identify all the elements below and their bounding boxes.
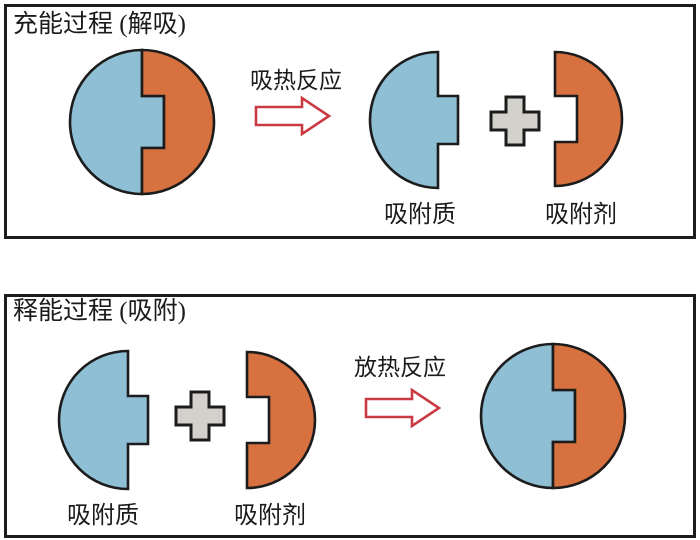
combined-pair-circle [68,48,216,196]
adsorbate-label: 吸附质 [384,202,456,228]
adsorbent-piece-shape [553,50,624,188]
right-arrow-shape [254,95,332,137]
plus-shape [174,390,226,442]
adsorbent-piece [245,350,317,490]
discharge-panel-title: 释能过程 (吸附) [13,298,186,325]
adsorbent-piece-shape [245,350,317,490]
charge-panel-title: 充能过程 (解吸) [13,11,186,38]
adsorbent-half-shape [551,342,627,490]
adsorbent-half-shape [140,48,216,196]
adsorbate-piece [368,50,460,190]
adsorbent-label: 吸附剂 [545,202,617,228]
plus-shape [489,95,541,147]
adsorbate-piece [57,349,150,491]
endothermic-reaction-label: 吸热反应 [250,68,342,93]
exothermic-reaction-label: 放热反应 [354,355,446,380]
adsorbate-half-shape [68,48,166,196]
adsorbate-label: 吸附质 [67,503,139,529]
plus-icon [174,390,226,442]
adsorbate-half-shape [479,342,577,490]
right-arrow-icon [254,95,332,137]
adsorbate-piece-shape [368,50,460,190]
right-arrow-icon [364,387,442,429]
right-arrow-shape [364,387,442,429]
combined-pair-circle [479,342,627,490]
plus-icon [489,95,541,147]
adsorbent-piece [553,50,624,188]
adsorbate-piece-shape [57,349,150,491]
adsorbent-label: 吸附剂 [234,503,306,529]
